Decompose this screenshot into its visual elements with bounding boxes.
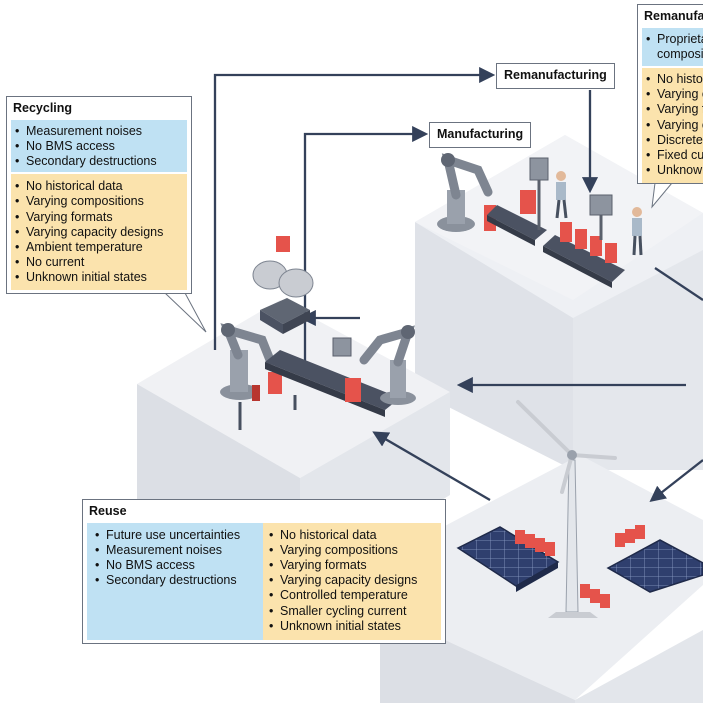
list-item: Unknown initial states <box>13 270 185 285</box>
arrow-reuse-to-recycling <box>372 431 491 501</box>
recycling-robot <box>220 323 297 430</box>
solar-panel-left <box>456 526 560 592</box>
reuse-yellow-box: No historical data Varying compositions … <box>263 522 441 640</box>
list-item: Varying compositions <box>13 194 185 209</box>
list-item: Varying capacity designs <box>267 573 439 588</box>
remanufacturing-yellow-box: No historical data Varying compositions … <box>642 68 703 183</box>
list-item: Ambient temperature <box>13 240 185 255</box>
list-item: Measurement noises <box>13 124 185 139</box>
arrow-right-to-reuse <box>649 459 703 502</box>
list-item: Proprietary <box>644 32 703 47</box>
list-item: Controlled temperature <box>267 588 439 603</box>
list-item: Varying compositions <box>644 87 703 102</box>
list-item: compositions <box>657 46 703 61</box>
remanufacturing-blue-box: Proprietary compositions <box>642 27 703 67</box>
list-item: Smaller cycling current <box>267 604 439 619</box>
list-item: No historical data <box>13 179 185 194</box>
reuse-blue-box: Future use uncertainties Measurement noi… <box>87 522 263 640</box>
list-item: Secondary destructions <box>93 573 261 588</box>
solar-panel-right <box>606 539 703 593</box>
remanufacturing-title: Remanufacturing <box>644 9 703 23</box>
manufacturing-robot <box>437 153 496 232</box>
list-item: Measurement noises <box>93 543 261 558</box>
list-item: Varying capacity designs <box>644 118 703 133</box>
reuse-callout: Reuse Future use uncertainties Measureme… <box>82 499 446 644</box>
list-item: Varying formats <box>267 558 439 573</box>
recycling-title: Recycling <box>13 101 73 115</box>
manufacturing-label: Manufacturing <box>429 122 532 148</box>
list-item: No BMS access <box>13 139 185 154</box>
list-item: Fixed current <box>644 148 703 163</box>
recycling-shredder <box>252 236 314 334</box>
remanufacturing-callout: Remanufacturing Proprietary compositions… <box>637 4 703 184</box>
list-item: Varying formats <box>13 210 185 225</box>
recycling-yellow-box: No historical data Varying compositions … <box>11 174 187 290</box>
list-item: Discrete operating states <box>644 133 703 148</box>
list-item: Unknown initial states <box>644 163 703 178</box>
arrow-recycling-to-remanufacturing <box>213 66 496 350</box>
remanufacturing-conveyor <box>543 194 643 288</box>
recycling-blue-box: Measurement noises No BMS access Seconda… <box>11 119 187 173</box>
manufacturing-conveyor <box>487 157 568 246</box>
recycling-conveyor <box>265 337 400 417</box>
reuse-title: Reuse <box>89 504 127 518</box>
list-item: No BMS access <box>93 558 261 573</box>
list-item: Future use uncertainties <box>93 528 261 543</box>
wind-turbine <box>516 400 617 618</box>
list-item: Varying compositions <box>267 543 439 558</box>
list-item: No historical data <box>267 528 439 543</box>
arrow-right-side <box>654 267 703 301</box>
remanufacturing-label: Remanufacturing <box>496 63 615 89</box>
list-item: Secondary destructions <box>13 154 185 169</box>
manufacturing-platform <box>415 135 703 470</box>
list-item: Varying formats <box>644 102 703 117</box>
recycling-robot-right <box>359 325 416 405</box>
recycling-callout: Recycling Measurement noises No BMS acce… <box>6 96 192 294</box>
list-item: Varying capacity designs <box>13 225 185 240</box>
list-item: Unknown initial states <box>267 619 439 634</box>
list-item: No historical data <box>644 72 703 87</box>
list-item: No current <box>13 255 185 270</box>
battery-pack-group <box>515 525 645 608</box>
